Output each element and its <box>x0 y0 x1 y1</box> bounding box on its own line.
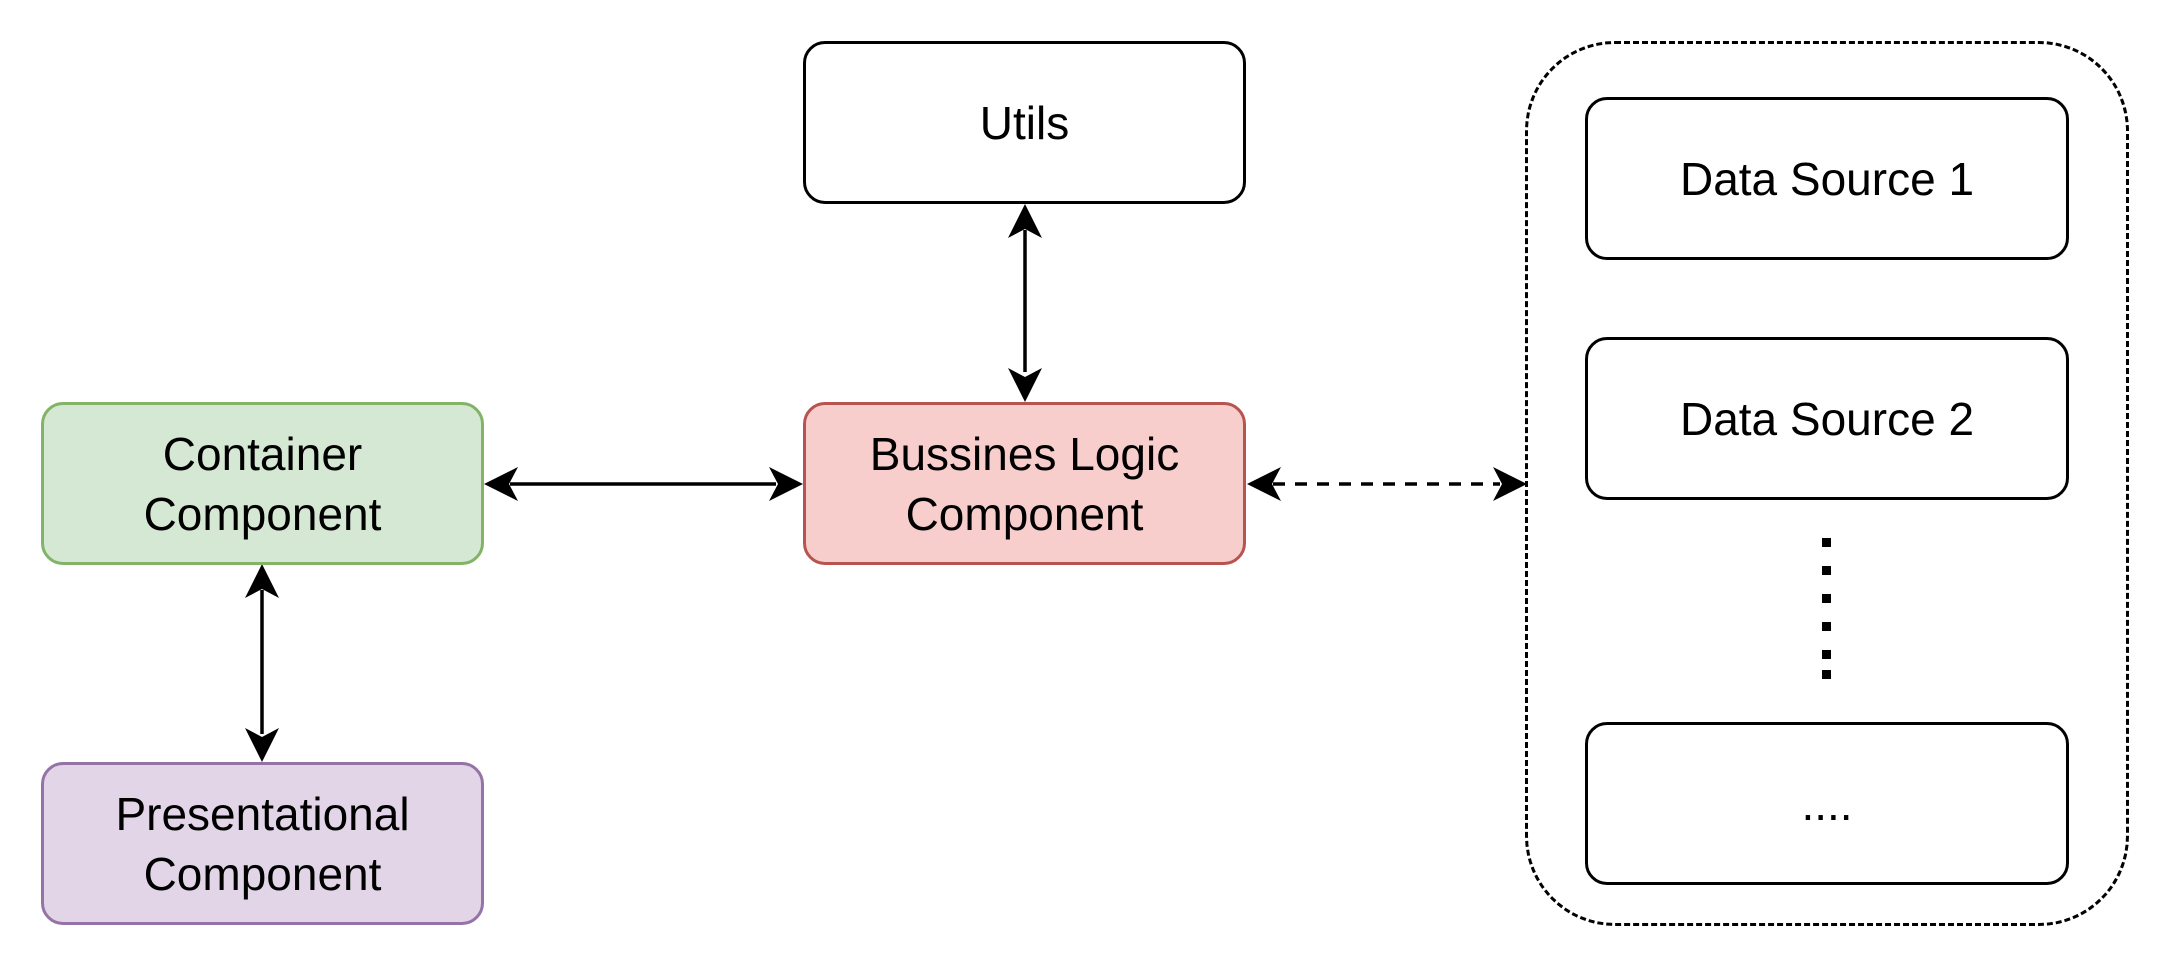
ellipsis-dots <box>1822 538 1831 679</box>
presentational-component-label: Presentational Component <box>115 787 410 900</box>
arrowhead-container-right <box>484 467 518 501</box>
presentational-component-node: Presentational Component <box>41 762 484 925</box>
business-logic-label: Bussines Logic Component <box>869 427 1180 540</box>
container-component-node: Container Component <box>41 402 484 565</box>
arrowhead-business-top <box>1008 368 1042 402</box>
data-source-1-node: Data Source 1 <box>1585 97 2069 260</box>
business-logic-node: Bussines Logic Component <box>803 402 1246 565</box>
data-source-more-node: .... <box>1585 722 2069 885</box>
arrowhead-utils <box>1008 204 1042 238</box>
container-component-label: Container Component <box>143 427 382 540</box>
utils-node: Utils <box>803 41 1246 204</box>
data-sources-group <box>1525 41 2129 926</box>
arrowhead-datasources-left <box>1493 467 1527 501</box>
utils-label: Utils <box>979 96 1070 149</box>
arrowhead-container-bottom <box>245 564 279 598</box>
data-source-2-label: Data Source 2 <box>1679 392 1975 445</box>
data-source-1-label: Data Source 1 <box>1679 152 1975 205</box>
arrowhead-presentational-top <box>245 728 279 762</box>
arrowhead-business-left <box>769 467 803 501</box>
data-source-more-label: .... <box>1801 777 1853 830</box>
data-source-2-node: Data Source 2 <box>1585 337 2069 500</box>
arrowhead-business-right <box>1247 467 1281 501</box>
